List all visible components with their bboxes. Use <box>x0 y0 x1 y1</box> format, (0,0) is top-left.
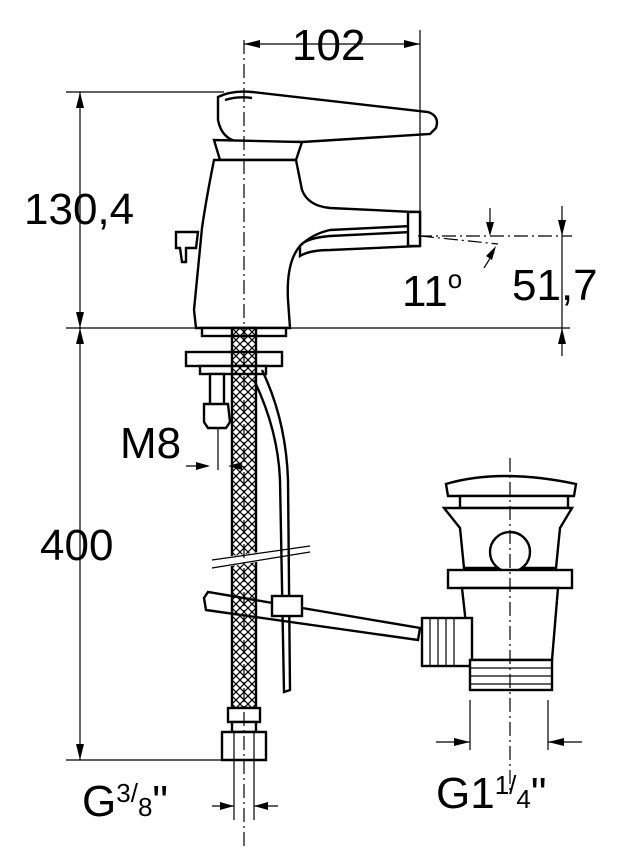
spout-offset-label: 51,7 <box>512 261 598 310</box>
popup-rod <box>202 369 422 694</box>
hose-length-label: 400 <box>40 521 113 570</box>
waste-slash: / <box>509 770 517 800</box>
connector-suffix: " <box>152 777 168 826</box>
waste-den: 4 <box>516 784 530 814</box>
angle-value: 11 <box>402 267 448 316</box>
dimension-labels: 102 130,4 51,7 11o M8 400 G3/8" G11/4" <box>24 21 598 826</box>
connector-slash: / <box>131 778 139 808</box>
spout-height-label: 130,4 <box>24 185 134 234</box>
angle-label: 11o <box>402 264 462 316</box>
width-label: 102 <box>292 21 365 70</box>
waste-suffix: " <box>531 769 547 818</box>
waste-valve <box>420 474 578 692</box>
thread-label: M8 <box>120 419 181 468</box>
center-axes <box>243 40 572 848</box>
connector-num: 3 <box>116 778 130 808</box>
waste-prefix: G1 <box>436 769 495 818</box>
connector-den: 8 <box>138 792 152 822</box>
faucet-body <box>174 90 439 338</box>
waste-size-label: G11/4" <box>436 769 547 818</box>
angle-unit: o <box>448 264 462 294</box>
dimension-lines <box>66 30 582 820</box>
waste-num: 1 <box>495 770 509 800</box>
connector-size-label: G3/8" <box>82 777 168 826</box>
connector-prefix: G <box>82 777 116 826</box>
